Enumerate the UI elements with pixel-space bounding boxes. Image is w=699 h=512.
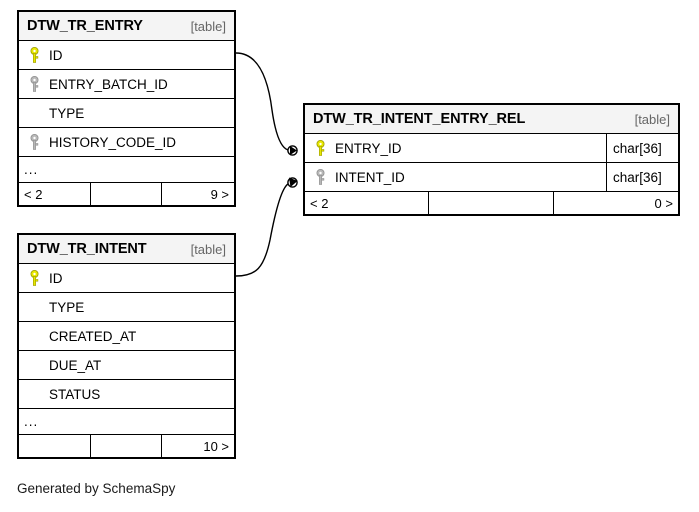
- table-dtw-tr-entry[interactable]: DTW_TR_ENTRY [table] ID: [17, 10, 236, 207]
- table-row[interactable]: ID: [19, 41, 234, 70]
- table-type-label: [table]: [190, 241, 226, 257]
- key-icon-foreign: [19, 75, 49, 93]
- table-row[interactable]: ENTRY_ID char[36]: [305, 134, 678, 163]
- table-dtw-tr-intent[interactable]: DTW_TR_INTENT [table] ID TYPE CREATED_AT: [17, 233, 236, 459]
- table-row[interactable]: HISTORY_CODE_ID: [19, 128, 234, 157]
- table-footer: < 2 0 >: [305, 192, 678, 214]
- table-row[interactable]: INTENT_ID char[36]: [305, 163, 678, 192]
- footer-parents-count[interactable]: < 2: [19, 183, 91, 205]
- footer-middle: [91, 183, 163, 205]
- table-type-label: [table]: [190, 18, 226, 34]
- table-header: DTW_TR_ENTRY [table]: [19, 12, 234, 41]
- table-header: DTW_TR_INTENT [table]: [19, 235, 234, 264]
- column-name: TYPE: [49, 105, 85, 121]
- table-row[interactable]: TYPE: [19, 99, 234, 128]
- column-name: ENTRY_ID: [335, 140, 402, 156]
- footer-children-count[interactable]: 10 >: [203, 438, 230, 454]
- table-dtw-tr-intent-entry-rel[interactable]: DTW_TR_INTENT_ENTRY_REL [table] ENTRY_ID…: [303, 103, 680, 216]
- column-name: STATUS: [49, 386, 101, 402]
- table-title: DTW_TR_ENTRY: [27, 18, 143, 34]
- relationship-entry-to-rel: [235, 52, 298, 156]
- column-name: ID: [49, 270, 63, 286]
- column-name: ID: [49, 47, 63, 63]
- table-row[interactable]: STATUS: [19, 380, 234, 409]
- footer-children-count[interactable]: 0 >: [654, 195, 673, 211]
- key-icon-primary: [19, 269, 49, 287]
- column-name: HISTORY_CODE_ID: [49, 134, 177, 150]
- table-title: DTW_TR_INTENT: [27, 241, 147, 257]
- table-title: DTW_TR_INTENT_ENTRY_REL: [313, 111, 526, 127]
- column-name: TYPE: [49, 299, 85, 315]
- table-row[interactable]: DUE_AT: [19, 351, 234, 380]
- key-icon-primary: [305, 139, 335, 157]
- table-row[interactable]: CREATED_AT: [19, 322, 234, 351]
- footer-middle: [429, 192, 554, 214]
- column-name: CREATED_AT: [49, 328, 137, 344]
- key-icon-foreign: [305, 168, 335, 186]
- table-footer: < 2 9 >: [19, 183, 234, 205]
- column-datatype: char[36]: [606, 163, 678, 191]
- footer-parents-count[interactable]: < 2: [305, 192, 430, 214]
- table-row[interactable]: ID: [19, 264, 234, 293]
- footer-parents-count[interactable]: [19, 435, 91, 457]
- footer-children-count[interactable]: 9 >: [210, 186, 230, 202]
- more-columns-ellipsis: ...: [19, 157, 234, 183]
- column-name: INTENT_ID: [335, 169, 405, 185]
- table-row[interactable]: ENTRY_BATCH_ID: [19, 70, 234, 99]
- more-columns-ellipsis: ...: [19, 409, 234, 435]
- column-datatype: char[36]: [606, 134, 678, 162]
- key-icon-foreign: [19, 133, 49, 151]
- generated-by-credit: Generated by SchemaSpy: [17, 481, 176, 496]
- table-footer: 10 >: [19, 435, 234, 457]
- column-name: DUE_AT: [49, 357, 102, 373]
- table-row[interactable]: TYPE: [19, 293, 234, 322]
- key-icon-primary: [19, 46, 49, 64]
- relationship-intent-to-rel: [235, 177, 298, 277]
- column-name: ENTRY_BATCH_ID: [49, 76, 168, 92]
- table-type-label: [table]: [634, 111, 670, 127]
- table-header: DTW_TR_INTENT_ENTRY_REL [table]: [305, 105, 678, 134]
- footer-middle: [91, 435, 163, 457]
